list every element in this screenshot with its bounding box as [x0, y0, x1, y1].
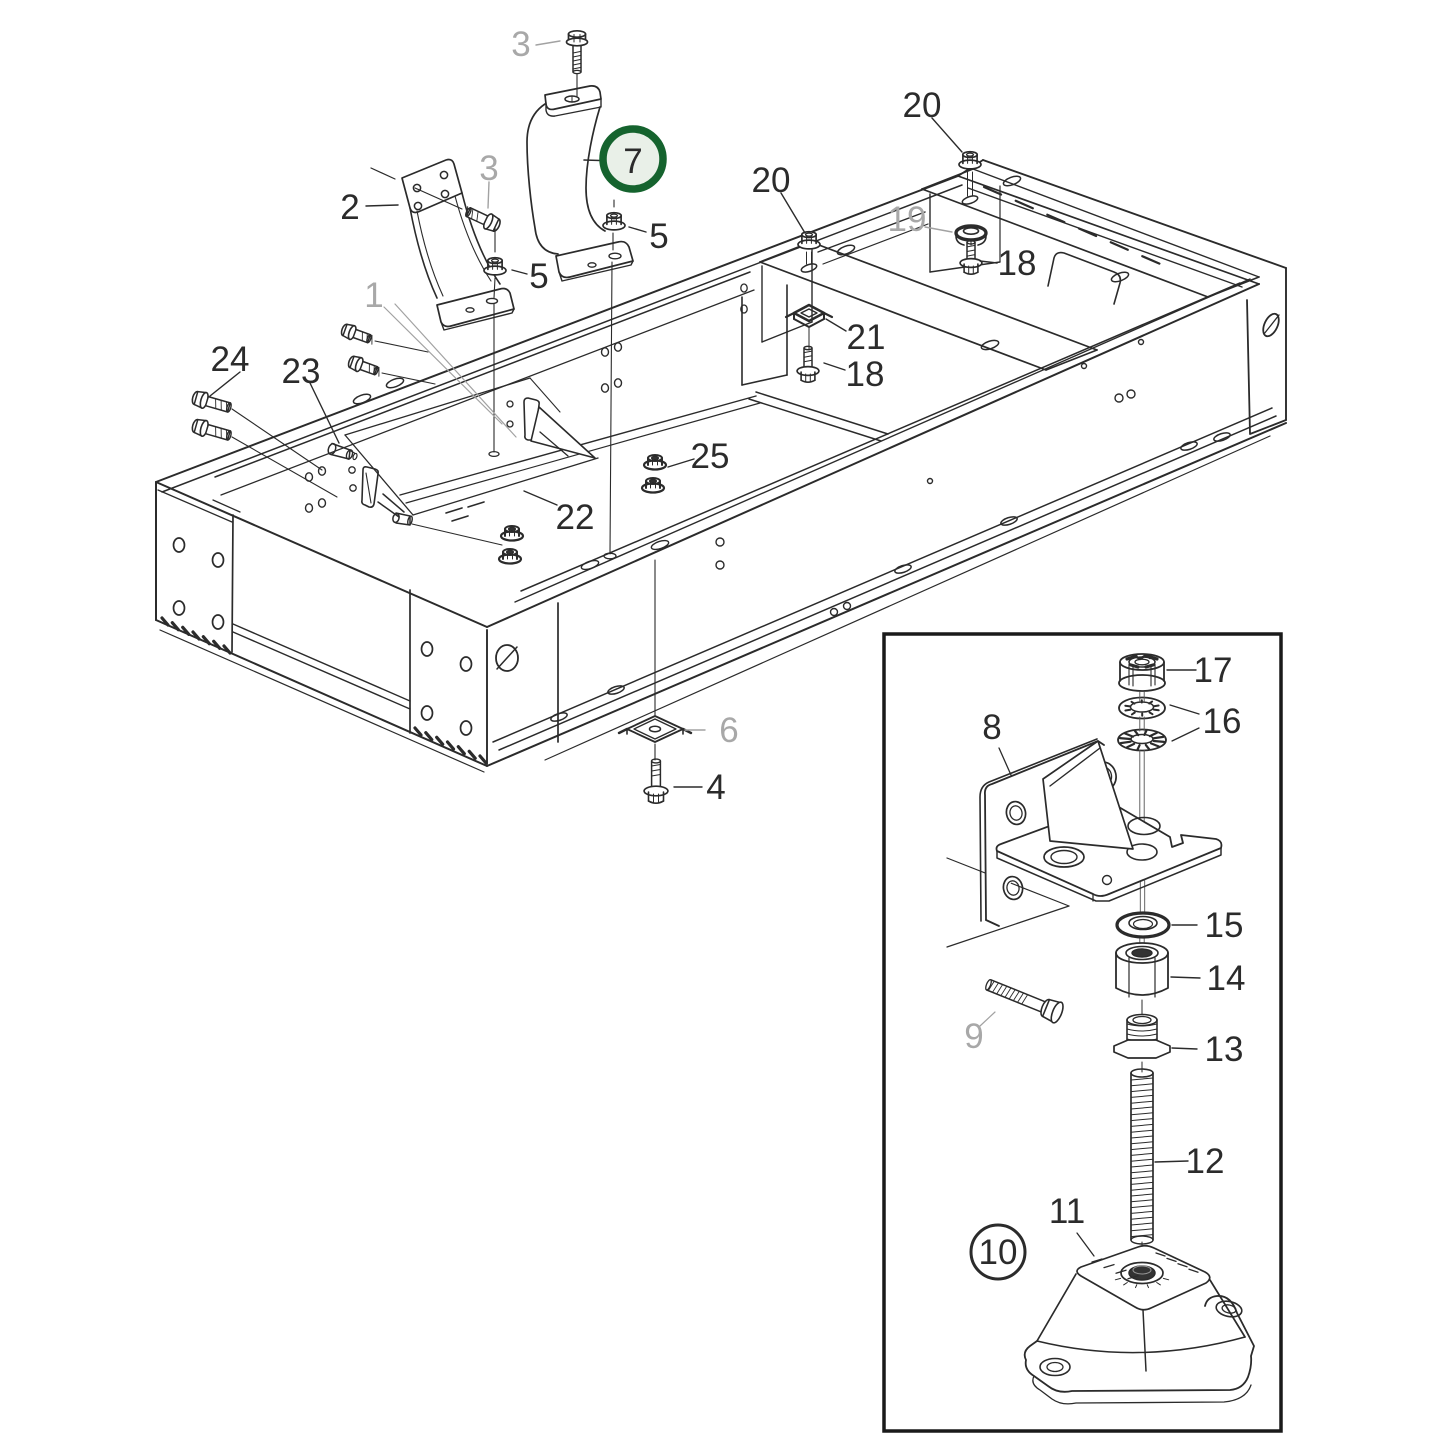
svg-text:14: 14 [1207, 959, 1246, 998]
svg-text:3: 3 [479, 149, 498, 188]
svg-text:19: 19 [888, 200, 927, 239]
svg-text:20: 20 [903, 86, 942, 125]
svg-text:12: 12 [1186, 1142, 1225, 1181]
svg-text:11: 11 [1049, 1192, 1085, 1231]
svg-text:21: 21 [847, 318, 886, 357]
svg-text:7: 7 [623, 142, 642, 181]
svg-text:3: 3 [511, 25, 530, 64]
svg-text:22: 22 [556, 498, 595, 537]
svg-text:15: 15 [1205, 906, 1244, 945]
svg-text:8: 8 [982, 708, 1001, 747]
svg-text:13: 13 [1205, 1030, 1244, 1069]
svg-text:24: 24 [211, 340, 250, 379]
svg-text:17: 17 [1194, 651, 1233, 690]
svg-text:4: 4 [706, 768, 725, 807]
svg-text:9: 9 [964, 1017, 983, 1056]
svg-text:10: 10 [979, 1233, 1018, 1272]
svg-text:16: 16 [1203, 702, 1242, 741]
svg-text:25: 25 [691, 437, 730, 476]
svg-text:6: 6 [719, 711, 738, 750]
svg-text:18: 18 [846, 355, 885, 394]
svg-text:2: 2 [340, 188, 359, 227]
svg-text:1: 1 [364, 276, 383, 315]
svg-text:18: 18 [998, 244, 1037, 283]
svg-text:5: 5 [529, 257, 548, 296]
svg-text:20: 20 [752, 161, 791, 200]
svg-text:23: 23 [282, 352, 321, 391]
svg-text:5: 5 [649, 217, 668, 256]
